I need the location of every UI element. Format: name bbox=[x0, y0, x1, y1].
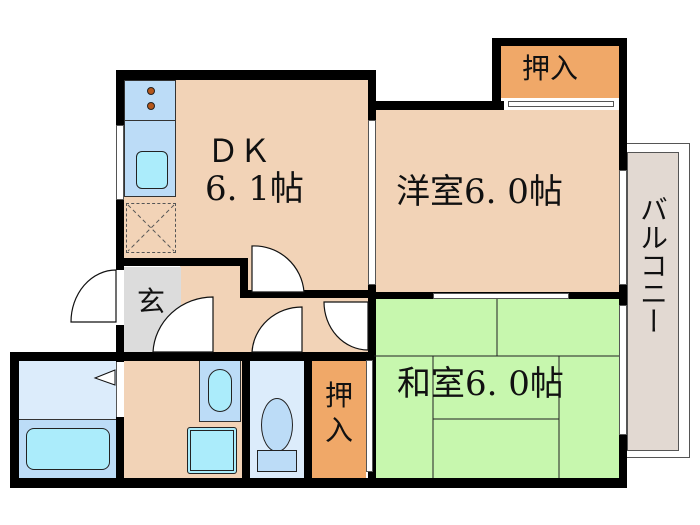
wall bbox=[368, 101, 504, 110]
bathtub-icon bbox=[26, 428, 110, 470]
japanese-room-label: 和室6. 0帖 bbox=[397, 364, 564, 404]
stove-burner-icon bbox=[147, 87, 155, 95]
closet-sliding-door[interactable] bbox=[508, 101, 614, 107]
western-door-icon[interactable] bbox=[323, 301, 369, 351]
toilet-door-icon[interactable] bbox=[251, 306, 303, 353]
balcony-label: バルコニー bbox=[636, 195, 669, 335]
bathroom-door-opening[interactable] bbox=[116, 362, 124, 417]
kitchen-window[interactable] bbox=[116, 125, 124, 200]
closet-bottom-label: 押入 bbox=[325, 379, 354, 447]
western-room-label: 洋室6. 0帖 bbox=[396, 172, 563, 212]
wall bbox=[10, 478, 627, 488]
stove-burner-icon bbox=[147, 102, 155, 110]
tatami-lines bbox=[374, 299, 619, 478]
toilet-tank-icon bbox=[257, 450, 297, 472]
entrance-door-icon[interactable] bbox=[70, 269, 117, 323]
dk-door-icon[interactable] bbox=[251, 245, 305, 293]
wall bbox=[492, 38, 501, 108]
wall bbox=[10, 352, 376, 361]
dk-room-label: ＤＫ bbox=[207, 132, 272, 170]
kitchen-sink-icon bbox=[136, 151, 168, 189]
closet-bottom-floor bbox=[312, 360, 366, 478]
wall bbox=[240, 290, 376, 298]
wall bbox=[304, 352, 312, 488]
entrance-label: 玄 bbox=[137, 285, 166, 318]
balcony-window-lower[interactable] bbox=[619, 305, 627, 435]
wall bbox=[242, 352, 250, 488]
japanese-sliding-door[interactable] bbox=[433, 293, 569, 299]
closet-top-floor bbox=[501, 46, 619, 98]
entrance-door-opening[interactable] bbox=[116, 270, 124, 325]
wall bbox=[116, 70, 124, 360]
balcony-floor bbox=[627, 152, 679, 451]
closet-top-label: 押入 bbox=[522, 52, 579, 85]
washroom-door-icon[interactable] bbox=[152, 296, 214, 353]
wall bbox=[240, 258, 248, 298]
refrigerator-space bbox=[126, 203, 176, 253]
wall bbox=[116, 258, 246, 266]
wall bbox=[116, 352, 124, 488]
balcony-window-upper[interactable] bbox=[619, 170, 627, 285]
counter-divider bbox=[124, 120, 176, 121]
wall bbox=[116, 70, 376, 80]
western-room-floor bbox=[374, 110, 619, 292]
dk-size-label: 6. 1帖 bbox=[205, 169, 304, 209]
toilet-bowl-icon bbox=[261, 398, 293, 452]
wash-basin-icon bbox=[208, 369, 232, 412]
washing-machine-icon bbox=[187, 427, 237, 474]
wall bbox=[492, 38, 627, 46]
closet-bottom-sliding-door[interactable] bbox=[366, 360, 373, 472]
dk-sliding-door[interactable] bbox=[368, 120, 376, 285]
wall bbox=[10, 352, 19, 488]
